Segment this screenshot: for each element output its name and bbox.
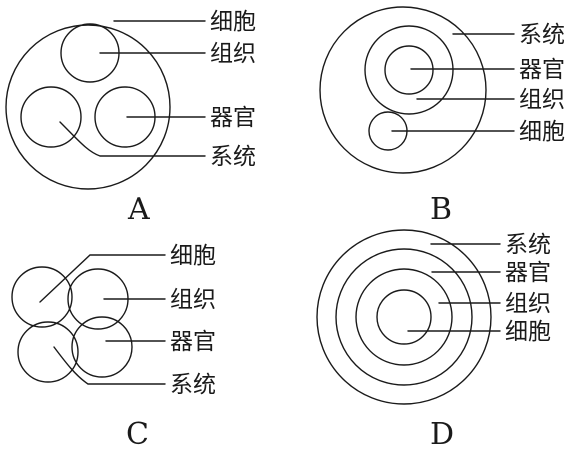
- panel-a-caption: A: [127, 192, 150, 227]
- panel-d-label-tissue: 组织: [505, 291, 551, 317]
- panel-c-top-left-circle: [11, 266, 73, 328]
- panel-b-label-tissue: 组织: [519, 87, 565, 113]
- panel-c-bottom-right-circle: [71, 316, 133, 378]
- panel-c-cell-leader: [39, 254, 166, 303]
- panel-a-left-circle: [20, 86, 82, 148]
- panel-c-label-cell: 细胞: [170, 243, 216, 269]
- panel-b-middle-circle: [364, 25, 454, 115]
- panel-b-inner-circle: [384, 45, 434, 95]
- panel-c-bottom-left-circle: [17, 321, 79, 383]
- panel-a-label-tissue: 组织: [210, 41, 256, 67]
- panel-d-label-organ: 器官: [505, 260, 551, 286]
- panel-a-label-organ: 器官: [210, 105, 256, 131]
- panel-d-label-system: 系统: [505, 232, 551, 258]
- panel-a-label-cell: 细胞: [210, 9, 256, 35]
- panel-b-label-organ: 器官: [519, 57, 565, 83]
- panel-c-label-organ: 器官: [170, 329, 216, 355]
- panel-d-ring-3-circle: [355, 268, 453, 366]
- panel-b-label-cell: 细胞: [519, 119, 565, 145]
- panel-d-ring-4-circle: [376, 289, 432, 345]
- panel-a: 细胞 组织 器官 系统 A: [5, 9, 256, 227]
- panel-c-caption: C: [126, 417, 149, 452]
- panel-b-caption: B: [430, 192, 452, 227]
- panel-d: 系统 器官 组织 细胞 D: [316, 229, 551, 452]
- panel-c-system-leader: [53, 346, 166, 385]
- panel-a-outer-circle: [5, 24, 171, 190]
- panel-a-label-system: 系统: [210, 144, 256, 170]
- panel-c-label-system: 系统: [170, 372, 216, 398]
- panel-d-ring-2-circle: [335, 248, 473, 386]
- panel-c: 细胞 组织 器官 系统 C: [11, 243, 216, 452]
- panel-d-label-cell: 细胞: [505, 319, 551, 345]
- panel-b-outer-circle: [319, 6, 487, 174]
- panel-d-ring-1-circle: [316, 229, 492, 405]
- panel-c-label-tissue: 组织: [170, 287, 216, 313]
- panel-a-system-leader: [59, 121, 206, 157]
- panel-b-label-system: 系统: [519, 22, 565, 48]
- panel-b: 系统 器官 组织 细胞 B: [319, 6, 565, 227]
- panel-d-caption: D: [430, 417, 454, 452]
